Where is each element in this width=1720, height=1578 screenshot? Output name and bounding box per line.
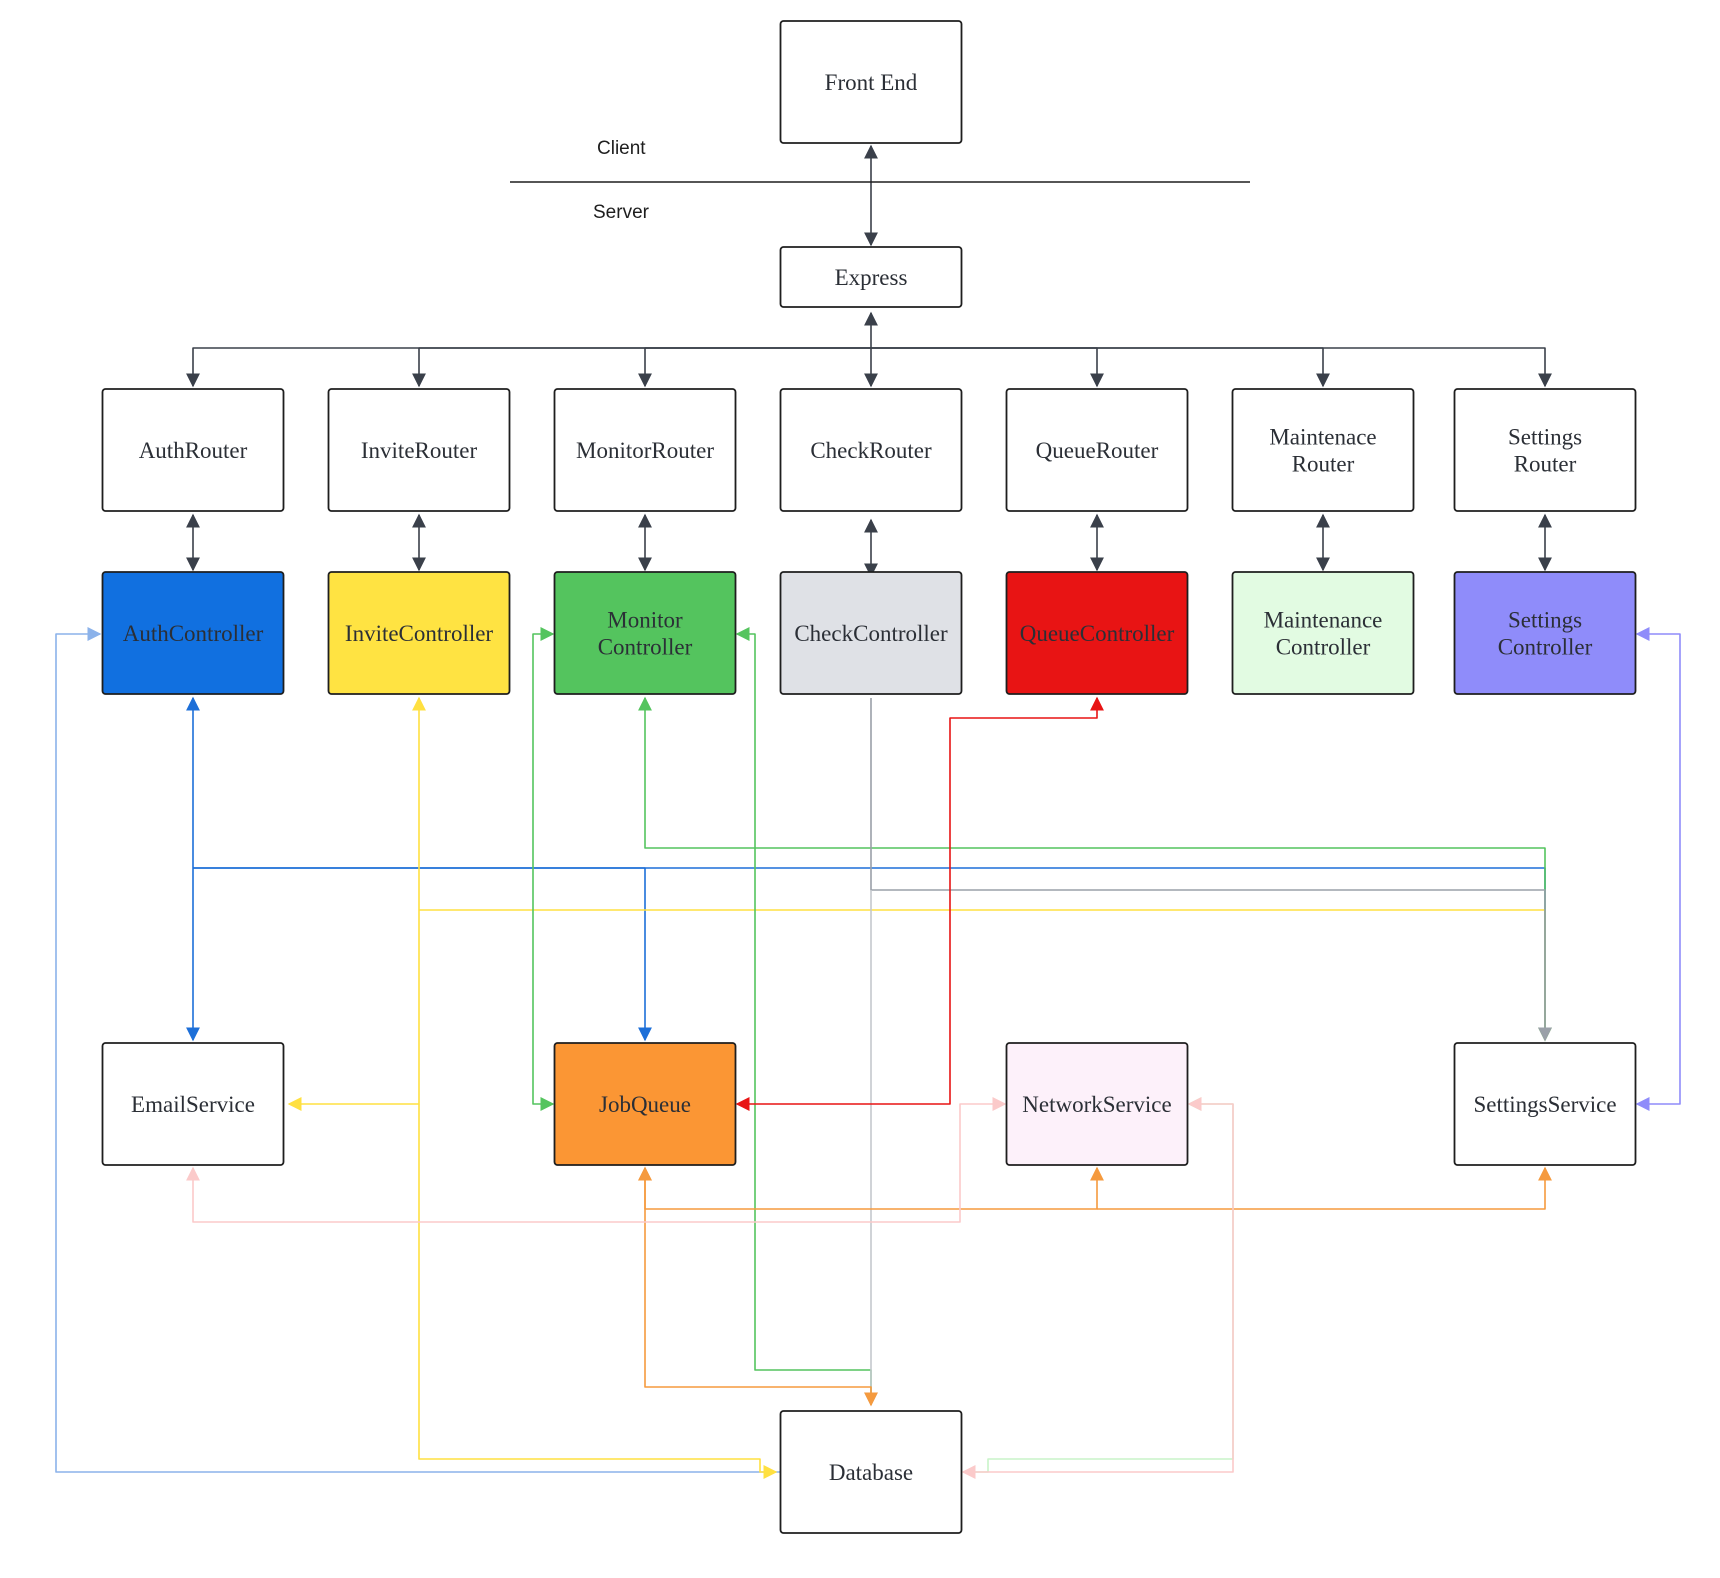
edge-network-service-to-database [961, 1097, 1234, 1479]
node-label: Settings [1508, 425, 1582, 450]
node-database[interactable]: Database [779, 1410, 963, 1534]
node-label: MonitorRouter [576, 438, 714, 463]
edge-settings-controller-to-settings-service [1635, 627, 1681, 1111]
node-box [779, 246, 963, 308]
node-box [101, 571, 285, 695]
edge-check-controller-to-settings-service [870, 698, 1552, 1042]
node-box [101, 1042, 285, 1166]
node-box [101, 388, 285, 512]
node-label: CheckController [794, 621, 948, 646]
node-box [1453, 1042, 1637, 1166]
edge-express-to-settings-router [871, 347, 1552, 388]
edge-express-to-queue-router [871, 347, 1104, 388]
node-label: Settings [1508, 608, 1582, 633]
edge-monitor-controller-to-settings-service [638, 696, 1552, 1042]
node-box [779, 388, 963, 512]
edge-invite-controller-to-settings-service [419, 909, 1552, 1042]
node-label: QueueRouter [1036, 438, 1159, 463]
node-express[interactable]: Express [779, 246, 963, 308]
client-zone-label: Client [597, 138, 646, 159]
node-auth-router[interactable]: AuthRouter [101, 388, 285, 512]
edges-layer [55, 144, 1681, 1479]
node-label: Express [835, 265, 908, 290]
node-box [327, 388, 511, 512]
node-label: QueueController [1020, 621, 1175, 646]
node-queue-controller[interactable]: QueueController [1005, 571, 1189, 695]
node-label: Router [1514, 452, 1577, 477]
edge-job-queue-to-settings-service [1097, 1166, 1552, 1210]
node-box [1231, 388, 1415, 512]
node-invite-controller[interactable]: InviteController [327, 571, 511, 695]
node-label: Controller [1276, 635, 1371, 660]
node-box [1005, 1042, 1189, 1166]
node-label: Monitor [607, 608, 683, 633]
node-job-queue[interactable]: JobQueue [553, 1042, 737, 1166]
node-label: SettingsService [1473, 1092, 1616, 1117]
node-monitor-router[interactable]: MonitorRouter [553, 388, 737, 512]
node-label: Controller [1498, 635, 1593, 660]
node-box [779, 1410, 963, 1534]
server-zone-label: Server [593, 202, 650, 223]
node-box [553, 571, 737, 695]
edge-auth-controller-to-settings-service [193, 867, 1552, 1042]
edge-database-to-monitor-controller [735, 627, 872, 1405]
node-settings-service[interactable]: SettingsService [1453, 1042, 1637, 1166]
node-label: Controller [598, 635, 693, 660]
node-box [779, 571, 963, 695]
node-auth-controller[interactable]: AuthController [101, 571, 285, 695]
node-invite-router[interactable]: InviteRouter [327, 388, 511, 512]
node-label: EmailService [131, 1092, 255, 1117]
edge-express-to-monitor-router [638, 347, 871, 388]
node-label: Maintenace [1269, 425, 1376, 450]
node-label: InviteRouter [361, 438, 478, 463]
node-label: InviteController [345, 621, 494, 646]
node-label: AuthRouter [139, 438, 248, 463]
edge-invite-controller-to-email-service [287, 696, 426, 1111]
node-label: NetworkService [1022, 1092, 1171, 1117]
node-box [327, 571, 511, 695]
edge-monitor-controller-to-job-queue [532, 627, 555, 1111]
node-label: JobQueue [599, 1092, 691, 1117]
edge-invite-controller-to-database [418, 1104, 778, 1479]
node-box [1005, 388, 1189, 512]
node-queue-router[interactable]: QueueRouter [1005, 388, 1189, 512]
node-box [1453, 571, 1637, 695]
edge-database-to-auth-controller [55, 627, 871, 1473]
node-box [1005, 571, 1189, 695]
node-label: Database [829, 1460, 913, 1485]
node-network-service[interactable]: NetworkService [1005, 1042, 1189, 1166]
node-box [553, 1042, 737, 1166]
node-check-router[interactable]: CheckRouter [779, 388, 963, 512]
node-label: Front End [825, 70, 918, 95]
node-frontend[interactable]: Front End [779, 20, 963, 144]
node-box [1231, 571, 1415, 695]
node-box [553, 388, 737, 512]
edge-express-to-auth-router [186, 311, 878, 388]
node-box [1453, 388, 1637, 512]
node-box [779, 20, 963, 144]
node-label: Router [1292, 452, 1355, 477]
node-label: CheckRouter [810, 438, 932, 463]
edge-job-queue-to-database [638, 1166, 878, 1407]
node-email-service[interactable]: EmailService [101, 1042, 285, 1166]
node-label: Maintenance [1264, 608, 1383, 633]
node-label: AuthController [123, 621, 264, 646]
node-check-controller[interactable]: CheckController [779, 571, 963, 695]
